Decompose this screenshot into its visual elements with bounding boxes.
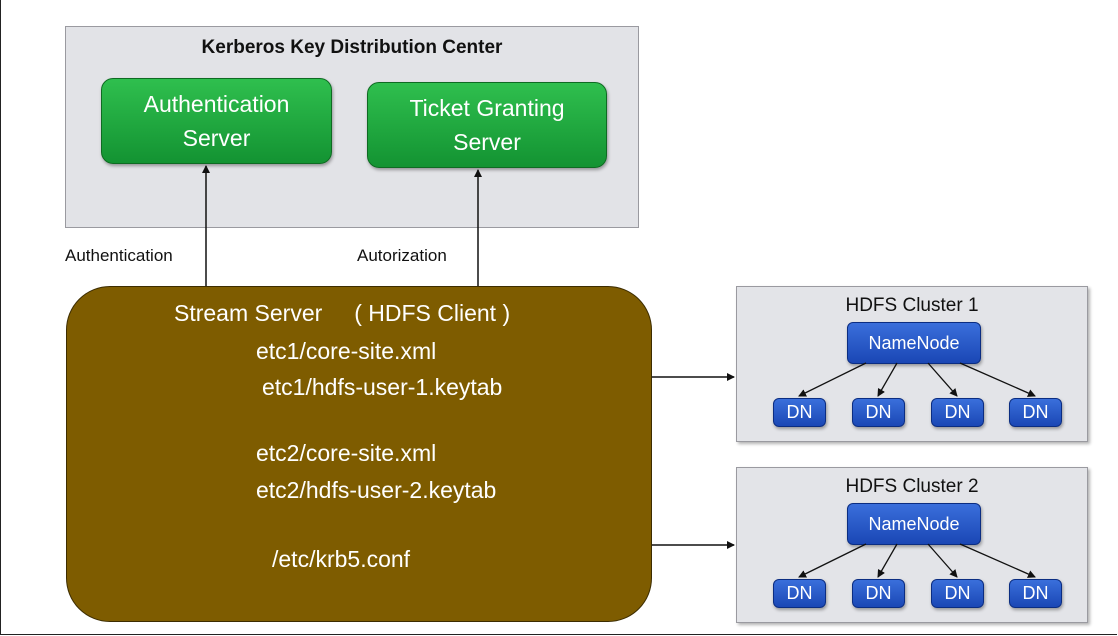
- namenode-to-dn-arrow: [959, 362, 1036, 397]
- cluster-title: HDFS Cluster 2: [845, 476, 979, 497]
- ticket-granting-server-line-2: Server: [453, 129, 521, 155]
- authentication-server-line-1: Authentication: [143, 91, 290, 117]
- ticket-granting-server: Ticket Granting Server: [367, 82, 607, 168]
- datanode: DN: [852, 398, 905, 427]
- namenode-to-dn-arrow: [959, 543, 1036, 578]
- hdfs-cluster-1: HDFS Cluster 1 NameNode DN DN DN DN: [736, 286, 1088, 442]
- datanode: DN: [852, 579, 905, 608]
- namenode-to-dn-arrow: [798, 362, 867, 397]
- config-file-etc1-keytab: etc1/hdfs-user-1.keytab: [262, 374, 503, 400]
- namenode: NameNode: [847, 503, 981, 545]
- namenode-to-dn-arrow: [927, 362, 958, 397]
- namenode: NameNode: [847, 322, 981, 364]
- kdc-title: Kerberos Key Distribution Center: [201, 37, 503, 58]
- namenode-to-dn-arrow: [927, 543, 958, 578]
- datanode: DN: [1009, 398, 1062, 427]
- namenode-to-dn-arrow: [798, 543, 867, 578]
- datanode: DN: [773, 398, 826, 427]
- authentication-server-line-2: Server: [182, 125, 251, 151]
- authentication-server: Authentication Server: [101, 78, 332, 164]
- authentication-edge-label: Authentication: [65, 246, 173, 265]
- config-file-etc2-keytab: etc2/hdfs-user-2.keytab: [256, 477, 497, 503]
- config-file-krb5-conf: /etc/krb5.conf: [272, 546, 411, 572]
- config-file-etc1-core-site: etc1/core-site.xml: [256, 338, 437, 364]
- namenode-to-dn-arrow: [877, 543, 898, 578]
- cluster-title: HDFS Cluster 1: [845, 295, 979, 316]
- namenode-to-dn-arrow: [877, 362, 898, 397]
- config-file-etc2-core-site: etc2/core-site.xml: [256, 440, 437, 466]
- datanode: DN: [1009, 579, 1062, 608]
- datanode: DN: [773, 579, 826, 608]
- ticket-granting-server-line-1: Ticket Granting: [409, 95, 565, 121]
- datanode: DN: [931, 579, 984, 608]
- stream-server-box: [66, 286, 652, 622]
- datanode: DN: [931, 398, 984, 427]
- authorization-edge-label: Autorization: [357, 246, 447, 265]
- stream-server-title: Stream Server ( HDFS Client ): [174, 300, 511, 326]
- hdfs-cluster-2: HDFS Cluster 2 NameNode DN DN DN DN: [736, 467, 1088, 623]
